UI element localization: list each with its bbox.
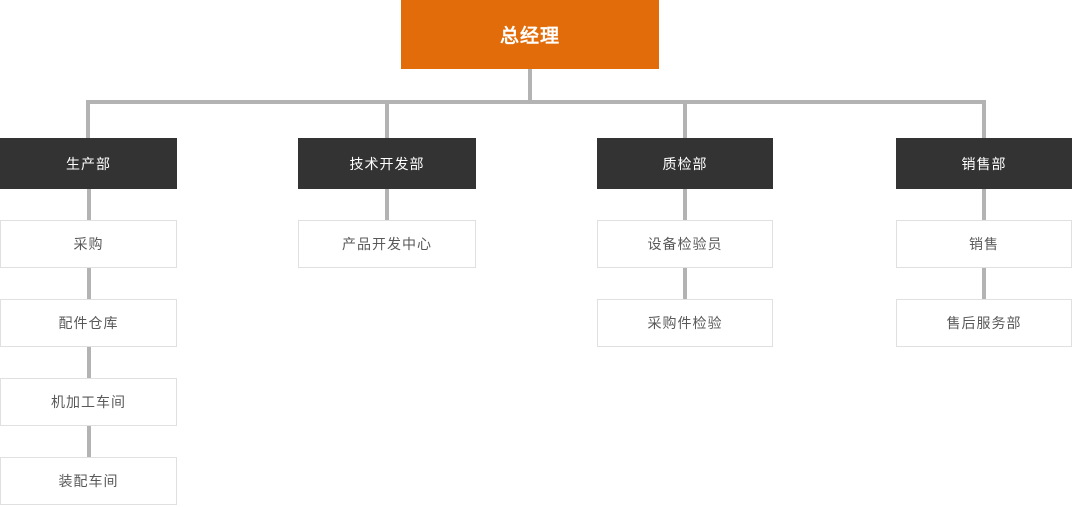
org-node-assembly-workshop: 装配车间: [0, 457, 177, 505]
node-label: 配件仓库: [58, 316, 119, 332]
connector-vertical: [86, 347, 91, 378]
connector-root-stub: [528, 69, 532, 100]
node-label: 设备检验员: [647, 237, 723, 253]
connector-vertical: [86, 268, 91, 299]
connector-drop-production: [86, 100, 90, 138]
org-node-purchased-parts-inspection: 采购件检验: [597, 299, 773, 347]
org-node-parts-warehouse: 配件仓库: [0, 299, 177, 347]
org-column-sales: 销售部 销售 售后服务部: [896, 138, 1072, 347]
org-node-after-sales-service: 售后服务部: [896, 299, 1072, 347]
dept-label: 销售部: [961, 156, 1007, 173]
node-label: 产品开发中心: [342, 237, 432, 253]
node-label: 采购: [73, 237, 104, 253]
node-label: 售后服务部: [946, 316, 1022, 332]
org-node-purchasing: 采购: [0, 220, 177, 268]
connector-vertical: [982, 189, 986, 220]
node-label: 销售: [969, 237, 999, 253]
org-node-machining-workshop: 机加工车间: [0, 378, 177, 426]
org-node-product-dev-center: 产品开发中心: [298, 220, 476, 268]
connector-drop-qa: [683, 100, 687, 138]
org-node-sales: 销售: [896, 220, 1072, 268]
node-label: 采购件检验: [647, 316, 723, 332]
org-node-dept-sales: 销售部: [896, 138, 1072, 189]
connector-vertical: [683, 268, 687, 299]
connector-horizontal-rail: [86, 100, 986, 104]
dept-label: 质检部: [662, 156, 708, 173]
org-node-dept-production: 生产部: [0, 138, 177, 189]
connector-drop-sales: [982, 100, 986, 138]
org-node-dept-qa: 质检部: [597, 138, 773, 189]
dept-label: 技术开发部: [349, 156, 425, 173]
node-label: 机加工车间: [51, 395, 126, 411]
connector-vertical: [385, 189, 389, 220]
org-node-root: 总经理: [401, 0, 659, 69]
org-column-tech: 技术开发部 产品开发中心: [298, 138, 476, 268]
root-label: 总经理: [499, 25, 560, 47]
org-column-qa: 质检部 设备检验员 采购件检验: [597, 138, 773, 347]
connector-vertical: [982, 268, 986, 299]
node-label: 装配车间: [58, 474, 119, 490]
org-column-production: 生产部 采购 配件仓库 机加工车间 装配车间: [0, 138, 177, 505]
connector-vertical: [86, 426, 91, 457]
connector-vertical: [86, 189, 91, 220]
dept-label: 生产部: [66, 156, 111, 173]
connector-drop-tech: [385, 100, 389, 138]
org-node-equipment-inspector: 设备检验员: [597, 220, 773, 268]
connector-vertical: [683, 189, 687, 220]
org-node-dept-tech: 技术开发部: [298, 138, 476, 189]
